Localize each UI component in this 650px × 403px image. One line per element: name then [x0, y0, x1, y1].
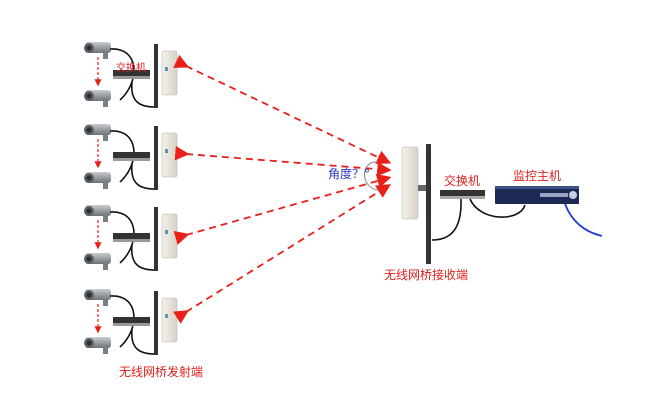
- receiver-bridge: [401, 144, 431, 264]
- signal-arrows: [173, 54, 392, 324]
- tx-bridge-label: 无线网桥发射端: [119, 364, 203, 379]
- signal-arrow-3: [173, 174, 392, 245]
- signal-arrow-2: [174, 145, 392, 177]
- transmitter-group-4: [84, 289, 177, 355]
- transmitter-group-2: [84, 124, 177, 190]
- tx-switch-label: 交换机: [116, 61, 146, 74]
- signal-arrow-4: [173, 184, 392, 324]
- monitor-host-label: 监控主机: [513, 169, 561, 183]
- angle-arc: [364, 161, 379, 191]
- transmitter-group-1: [84, 42, 177, 108]
- transmitter-group-3: [84, 205, 177, 271]
- rx-bridge-label: 无线网桥接收端: [384, 267, 468, 282]
- cable: [469, 198, 526, 218]
- network-cable: [564, 203, 603, 237]
- angle-label: 角度？°: [328, 166, 370, 181]
- rx-switch-label: 交换机: [444, 173, 480, 188]
- rx-switch: [440, 190, 485, 199]
- cable: [431, 198, 462, 241]
- monitor-host-dvr: [495, 186, 579, 204]
- signal-arrow-1: [173, 54, 392, 164]
